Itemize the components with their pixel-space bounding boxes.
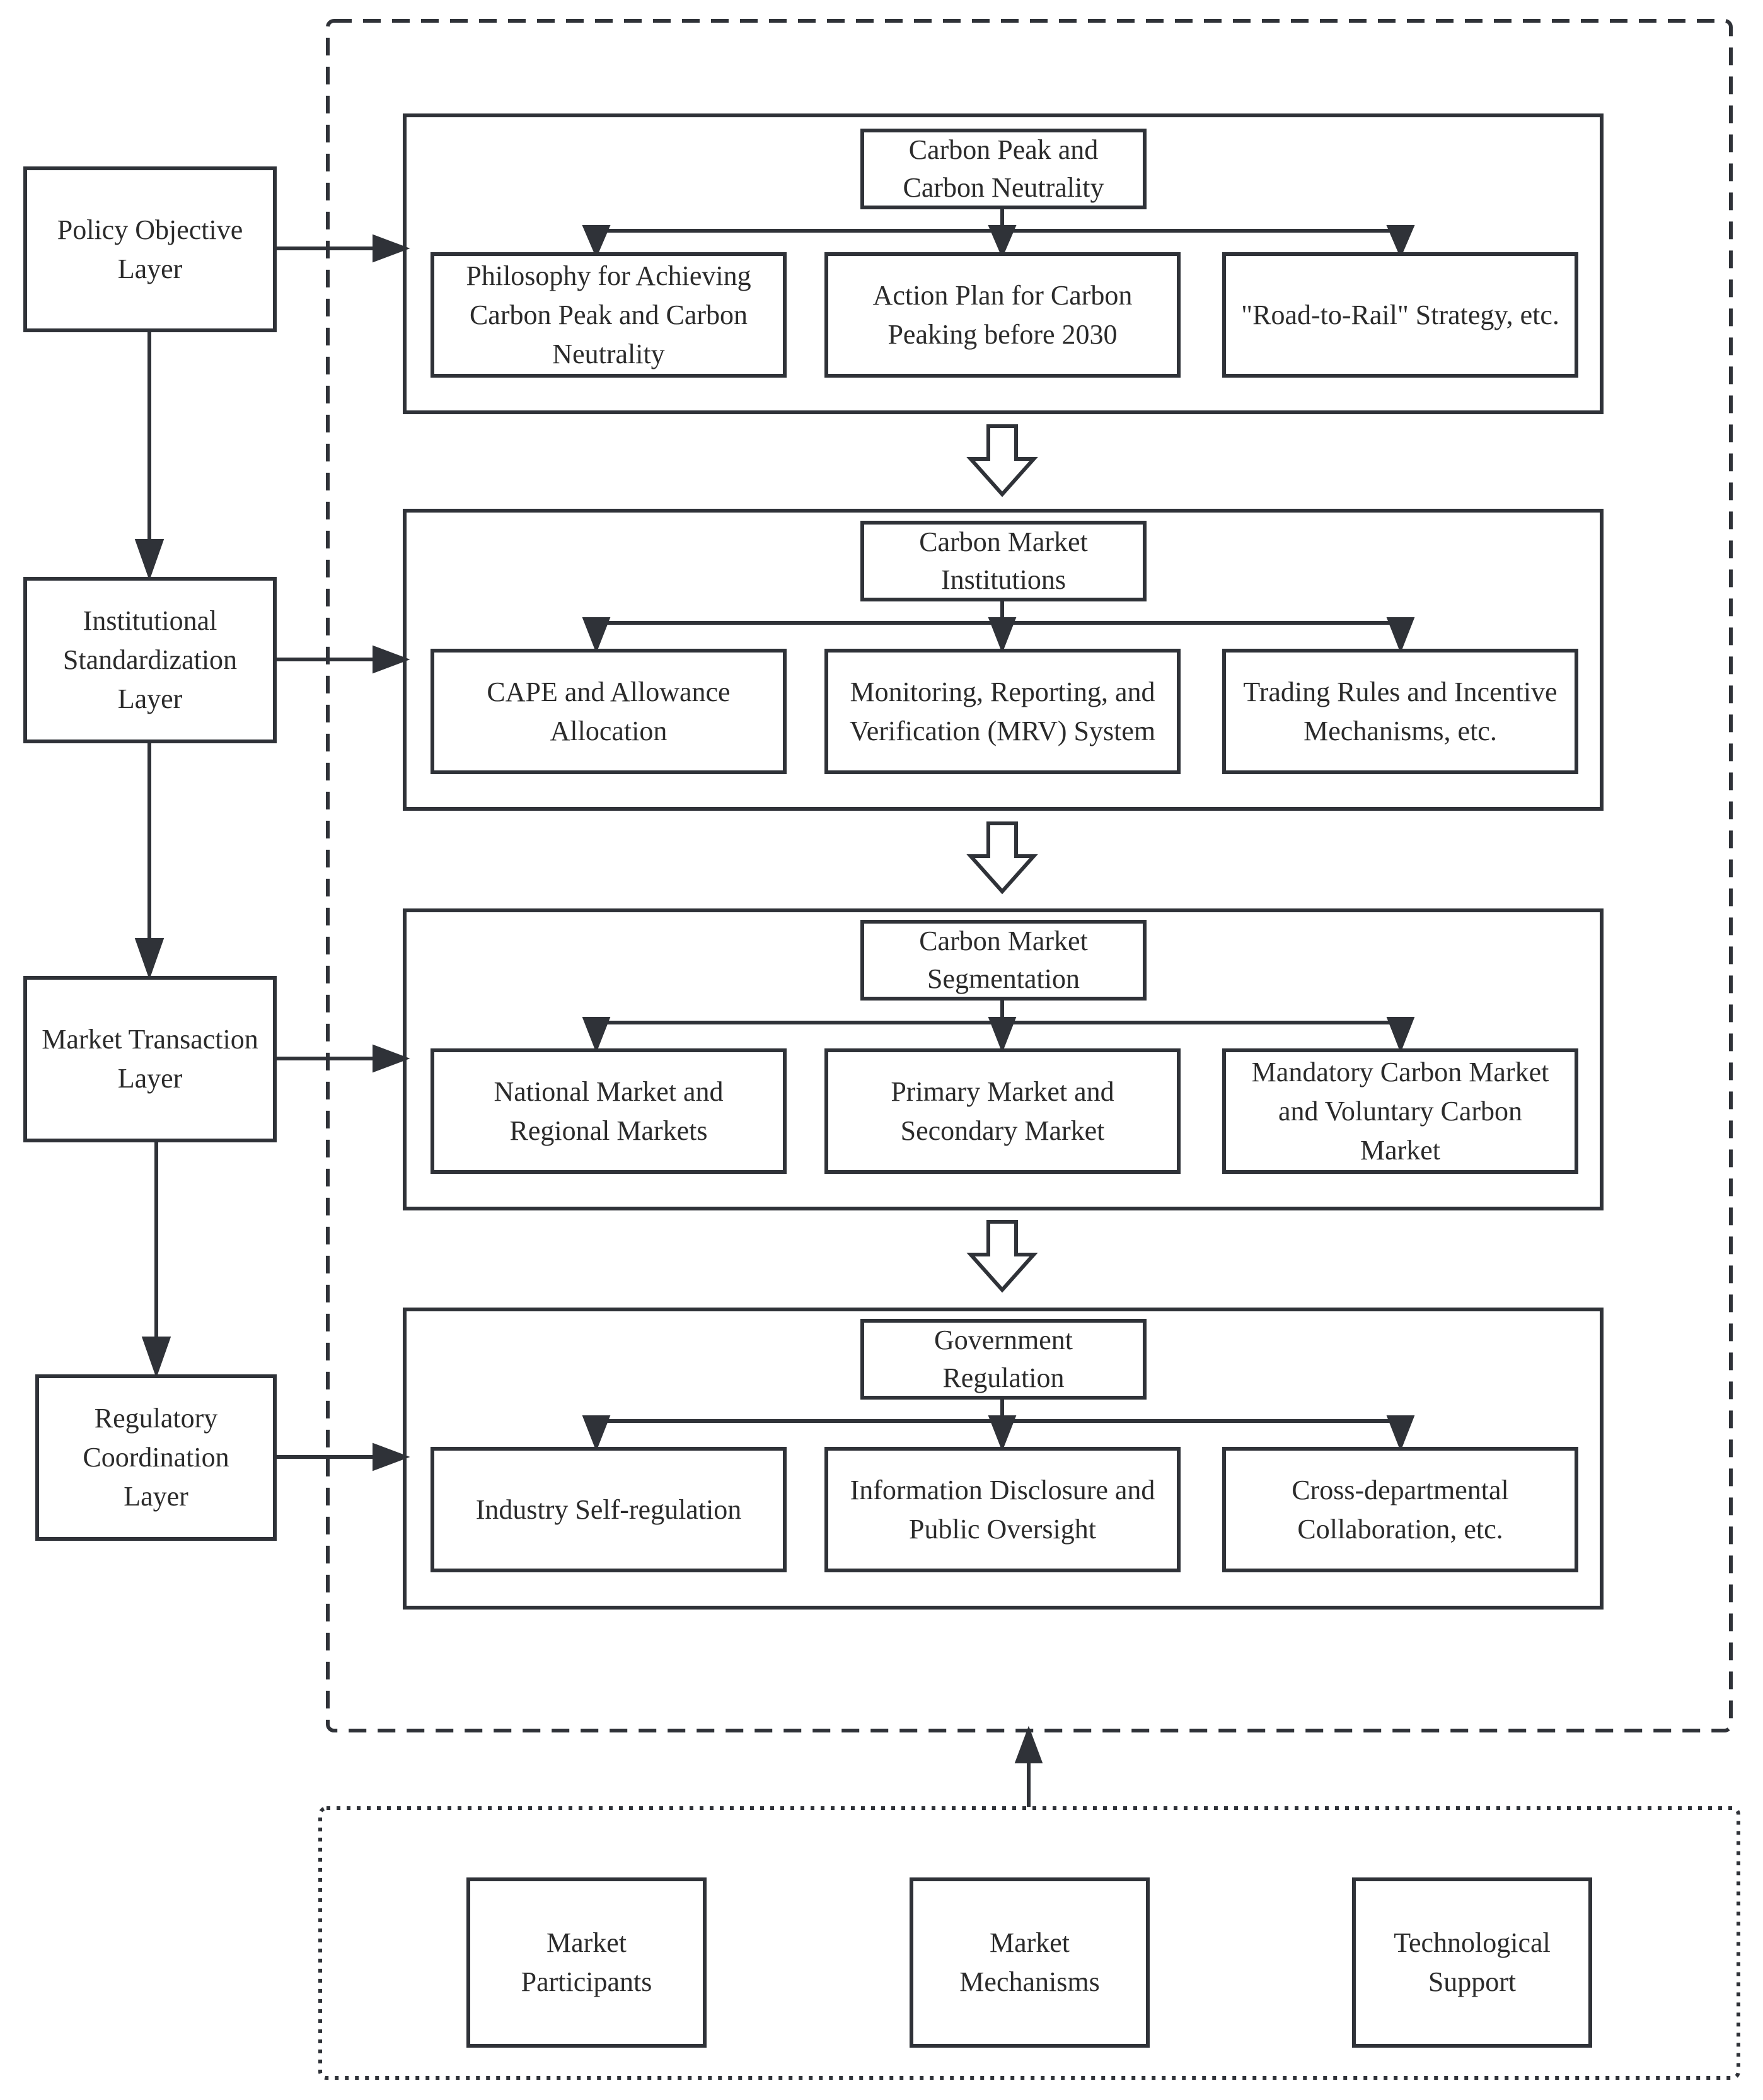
group-item-label: Information Disclosure and Public Oversi… xyxy=(850,1474,1155,1545)
foundation-box-market-mechanisms: Market Mechanisms xyxy=(910,1877,1150,2048)
group-flow-hollow-arrows xyxy=(966,424,1038,1293)
foundation-box-market-participants: Market Participants xyxy=(466,1877,707,2048)
group-head-label: Carbon Peak and Carbon Neutrality xyxy=(903,134,1104,203)
group-item-label: Mandatory Carbon Market and Voluntary Ca… xyxy=(1251,1056,1549,1166)
layer-label: Institutional Standardization Layer xyxy=(62,605,238,714)
group-item-cross-departmental-collaboration: Cross-departmental Collaboration, etc. xyxy=(1222,1447,1578,1572)
group-branch-connectors xyxy=(582,208,1415,1452)
foundation-box-technological-support: Technological Support xyxy=(1352,1877,1592,2048)
foundation-frame xyxy=(318,1806,1740,2080)
foundation-label: Technological Support xyxy=(1394,1927,1551,1997)
group-item-label: CAPE and Allowance Allocation xyxy=(487,676,731,746)
layer-label: Policy Objective Layer xyxy=(57,214,243,284)
group-item-road-to-rail: "Road-to-Rail" Strategy, etc. xyxy=(1222,252,1578,378)
group-item-mandatory-voluntary-market: Mandatory Carbon Market and Voluntary Ca… xyxy=(1222,1048,1578,1174)
foundation-support-arrow xyxy=(1014,1726,1043,1807)
group-item-national-regional-markets: National Market and Regional Markets xyxy=(431,1048,787,1174)
group-head-carbon-market-institutions: Carbon Market Institutions xyxy=(860,521,1147,601)
group-item-label: Monitoring, Reporting, and Verification … xyxy=(849,676,1156,746)
group-head-label: Government Regulation xyxy=(934,1325,1073,1393)
layer-box-policy-objective: Policy Objective Layer xyxy=(23,166,277,332)
group-head-label: Carbon Market Segmentation xyxy=(919,925,1088,994)
group-item-label: Action Plan for Carbon Peaking before 20… xyxy=(872,279,1133,350)
group-head-label: Carbon Market Institutions xyxy=(919,526,1088,595)
layer-label: Regulatory Coordination Layer xyxy=(83,1403,229,1512)
group-item-action-plan-2030: Action Plan for Carbon Peaking before 20… xyxy=(824,252,1181,378)
group-item-primary-secondary-market: Primary Market and Secondary Market xyxy=(824,1048,1181,1174)
foundation-label: Market Mechanisms xyxy=(959,1927,1100,1997)
group-item-information-disclosure: Information Disclosure and Public Oversi… xyxy=(824,1447,1181,1572)
group-item-industry-self-regulation: Industry Self-regulation xyxy=(431,1447,787,1572)
group-container-market-segmentation xyxy=(403,908,1604,1210)
group-container-policy-objectives xyxy=(403,113,1604,414)
group-item-label: Trading Rules and Incentive Mechanisms, … xyxy=(1243,676,1558,746)
layer-box-regulatory-coordination: Regulatory Coordination Layer xyxy=(35,1374,277,1541)
group-container-market-institutions xyxy=(403,509,1604,811)
group-item-label: Cross-departmental Collaboration, etc. xyxy=(1292,1474,1509,1545)
layer-label: Market Transaction Layer xyxy=(42,1024,258,1094)
layer-to-group-arrows xyxy=(275,234,410,1471)
foundation-label: Market Participants xyxy=(521,1927,652,1997)
group-item-cape-allowance: CAPE and Allowance Allocation xyxy=(431,649,787,774)
group-item-label: National Market and Regional Markets xyxy=(494,1076,724,1146)
group-head-government-regulation: Government Regulation xyxy=(860,1319,1147,1400)
group-item-label: Industry Self-regulation xyxy=(475,1494,742,1525)
group-item-trading-rules: Trading Rules and Incentive Mechanisms, … xyxy=(1222,649,1578,774)
group-item-label: Primary Market and Secondary Market xyxy=(891,1076,1114,1146)
group-item-label: Philosophy for Achieving Carbon Peak and… xyxy=(466,260,751,369)
group-item-label: "Road-to-Rail" Strategy, etc. xyxy=(1241,299,1559,330)
layer-flow-arrows xyxy=(134,331,171,1379)
layer-box-market-transaction: Market Transaction Layer xyxy=(23,976,277,1142)
group-container-government-regulation xyxy=(403,1308,1604,1610)
layer-box-institutional-standardization: Institutional Standardization Layer xyxy=(23,577,277,743)
group-item-mrv-system: Monitoring, Reporting, and Verification … xyxy=(824,649,1181,774)
group-item-philosophy: Philosophy for Achieving Carbon Peak and… xyxy=(431,252,787,378)
group-head-carbon-peak-neutrality: Carbon Peak and Carbon Neutrality xyxy=(860,129,1147,209)
group-head-carbon-market-segmentation: Carbon Market Segmentation xyxy=(860,920,1147,1001)
